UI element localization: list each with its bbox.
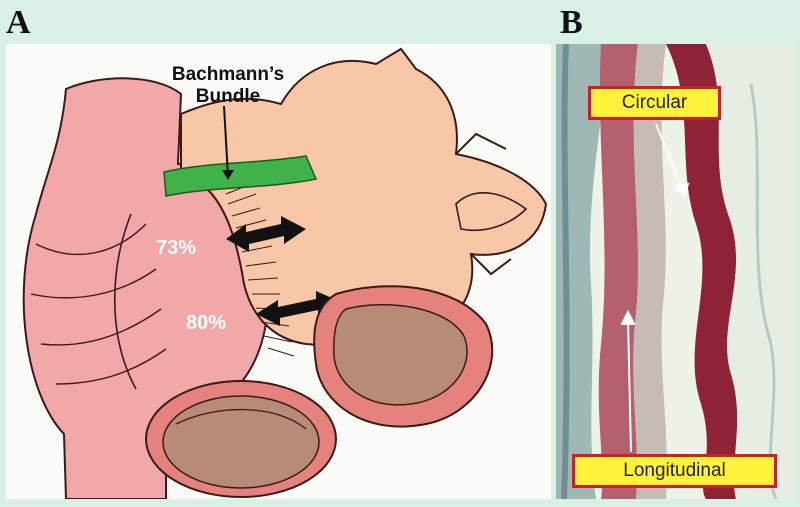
panel-b-letter: B [560, 4, 583, 41]
panel-a-letter: A [6, 4, 31, 41]
tissue-band [561, 44, 570, 499]
bachmanns-bundle [163, 155, 318, 197]
mitral-orifice [333, 304, 468, 406]
valve-leaflet-line [175, 408, 307, 430]
pectinate-lines [30, 223, 167, 385]
longitudinal-arrows [620, 309, 636, 453]
connective-tissue [556, 44, 611, 499]
interatrial-outline [113, 213, 137, 390]
bundle-pointer-head [222, 170, 234, 180]
circular-muscle [666, 44, 738, 499]
middle-layer [633, 44, 668, 499]
atria-drawing: Bachmann’s Bundle 73% 80% [22, 47, 548, 500]
bundle-label-line2: Bundle [196, 86, 260, 107]
circular-arrow [655, 123, 690, 199]
left-appendage [455, 192, 528, 232]
arrow-upper [226, 216, 306, 252]
panel-a-atria-illustration: Bachmann’s Bundle 73% 80% [6, 44, 551, 500]
label-longitudinal: Longitudinal [572, 454, 777, 488]
bundle-pointer [223, 105, 229, 177]
bundle-label-line1: Bachmann’s [172, 64, 284, 85]
pulmonary-vein [455, 132, 512, 276]
conduction-pct-lower: 80% [186, 312, 226, 334]
outer-fibers [749, 83, 778, 499]
tricuspid-orifice [162, 395, 320, 489]
left-atrium [180, 47, 548, 346]
longitudinal-muscle [598, 44, 639, 499]
label-circular: Circular [588, 86, 721, 120]
arrow-lower [256, 291, 341, 326]
conduction-pct-upper: 73% [156, 237, 196, 259]
panel-b-histology: Circular Longitudinal [556, 44, 796, 499]
